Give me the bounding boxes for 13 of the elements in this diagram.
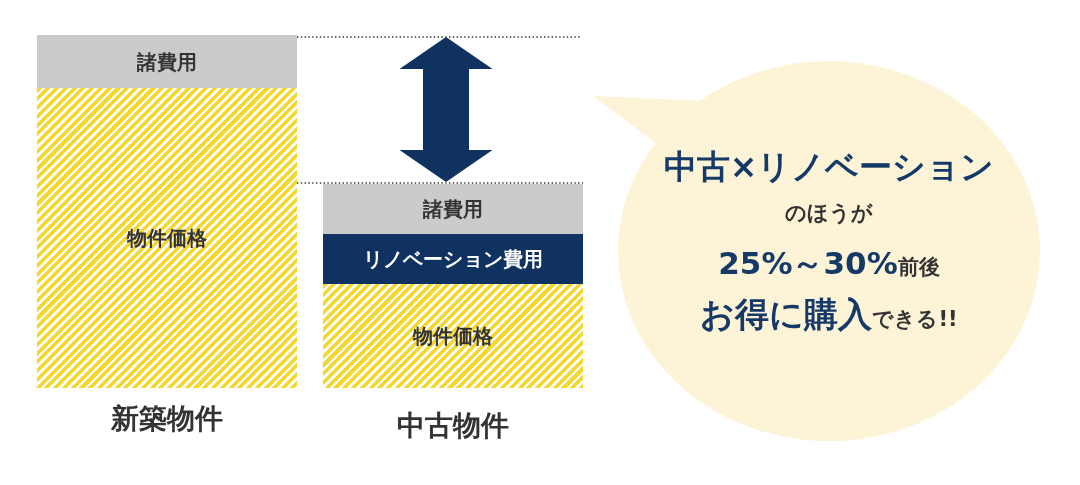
callout-text: のほうが	[785, 202, 873, 226]
segment-label: 諸費用	[423, 198, 483, 220]
column-label: 中古物件	[397, 410, 509, 442]
stacked-segment	[37, 35, 297, 88]
segment-label: リノベーション費用	[363, 248, 543, 270]
stacked-segment	[323, 234, 583, 284]
stacked-segment	[323, 284, 583, 388]
callout-text: 25%～30%前後	[718, 245, 940, 281]
headline: 中古×リノベーション	[663, 148, 995, 186]
segment-label: 諸費用	[137, 50, 197, 73]
stacked-segment	[323, 184, 583, 234]
callout-text: お得に購入できる!!	[700, 296, 958, 334]
stacked-segment	[37, 88, 297, 388]
